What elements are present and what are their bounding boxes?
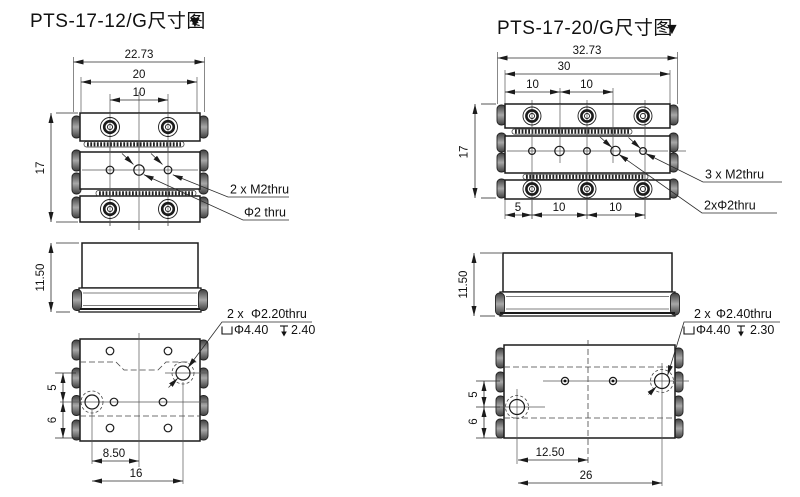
triangle-down-icon: ▼ <box>187 14 203 31</box>
right-diagram: PTS-17-20/G尺寸图 ▼ <box>458 17 782 486</box>
right-side-view: 11.50 <box>458 252 680 317</box>
dim-body-width: 30 <box>558 61 571 73</box>
counterbore-note: 2 x Φ2.40thru Φ4.40 2.30 <box>647 307 780 396</box>
dim-hole-to-center: 12.50 <box>536 447 565 459</box>
dim-row-spacing: 5 <box>468 391 480 397</box>
dim-body-width: 20 <box>133 69 146 81</box>
dim-height: 17 <box>35 162 47 175</box>
dim-height: 17 <box>459 146 471 159</box>
cap-screw-holes <box>100 117 178 219</box>
dim-row-spacing: 5 <box>47 384 59 390</box>
thru-hole-note: Φ2 thru <box>244 206 286 220</box>
right-bottom-view: 5 6 12.50 26 2 x Φ2.40thru Φ4.40 2.30 <box>468 307 780 486</box>
dim-clear-spacing-2: 10 <box>580 79 593 91</box>
triangle-down-icon: ▼ <box>664 21 680 38</box>
dim-tap-spacing-1: 10 <box>553 202 566 214</box>
dim-tap-spacing-2: 10 <box>609 202 622 214</box>
dim-side-height: 11.50 <box>35 264 47 292</box>
cbore-qty: 2 x <box>694 307 711 321</box>
left-diagram: PTS-17-12/G尺寸图 ▼ <box>30 10 315 484</box>
left-top-view: 22.73 20 10 17 2 x M2thru Φ2 thru <box>35 49 289 230</box>
dim-tap-spacing: 10 <box>133 87 146 99</box>
dim-hole-to-center: 8.50 <box>103 448 125 460</box>
dim-bottom-edge: 5 <box>515 202 521 214</box>
cap-screw-holes <box>522 106 653 199</box>
dim-overall-width: 22.73 <box>125 49 154 61</box>
page-title-right: PTS-17-20/G尺寸图 <box>497 17 673 39</box>
dim-hole-span: 16 <box>130 468 143 480</box>
cbore-depth: 2.40 <box>291 323 315 337</box>
cbore-depth: 2.30 <box>750 323 774 337</box>
cbore-thru-dia: Φ2.40thru <box>716 307 772 321</box>
counterbore-icon <box>221 326 233 335</box>
tap-holes-note: 2 x M2thru <box>230 183 289 197</box>
roller-cage-strips <box>511 128 649 180</box>
counterbore-holes <box>80 361 195 414</box>
left-side-view: 11.50 <box>35 242 208 313</box>
dim-edge-offset: 6 <box>468 418 480 424</box>
cbore-dia: Φ4.40 <box>696 323 730 337</box>
tap-holes-note: 3 x M2thru <box>705 168 764 182</box>
right-top-view: 32.73 30 10 10 17 5 10 10 3 x M2thru 2xΦ… <box>459 45 782 219</box>
counterbore-note: 2 x Φ2.20thru Φ4.40 2.40 <box>168 307 315 388</box>
cbore-dia: Φ4.40 <box>234 323 268 337</box>
counterbore-icon <box>683 326 695 335</box>
counterbore-holes <box>505 369 674 419</box>
dim-edge-offset: 6 <box>47 417 59 423</box>
dim-side-height: 11.50 <box>458 271 470 299</box>
bottom-small-holes <box>105 346 173 433</box>
dim-overall-width: 32.73 <box>573 45 602 57</box>
middle-plate-holes <box>527 145 647 157</box>
depth-icon <box>280 325 288 337</box>
cbore-thru-dia: Φ2.20thru <box>251 307 307 321</box>
bottom-small-holes <box>560 376 618 386</box>
roller-cage-strips <box>83 141 197 197</box>
dim-clear-spacing-1: 10 <box>526 79 539 91</box>
cbore-qty: 2 x <box>227 307 244 321</box>
depth-icon <box>737 325 745 337</box>
thru-holes-note: 2xΦ2thru <box>704 199 756 213</box>
page-title-left: PTS-17-12/G尺寸图 <box>30 10 206 32</box>
left-bottom-view: 5 6 8.50 16 2 x Φ2.20thru Φ4.40 2.40 <box>47 307 315 484</box>
dim-hole-span: 26 <box>580 470 593 482</box>
middle-plate-holes <box>105 164 173 176</box>
